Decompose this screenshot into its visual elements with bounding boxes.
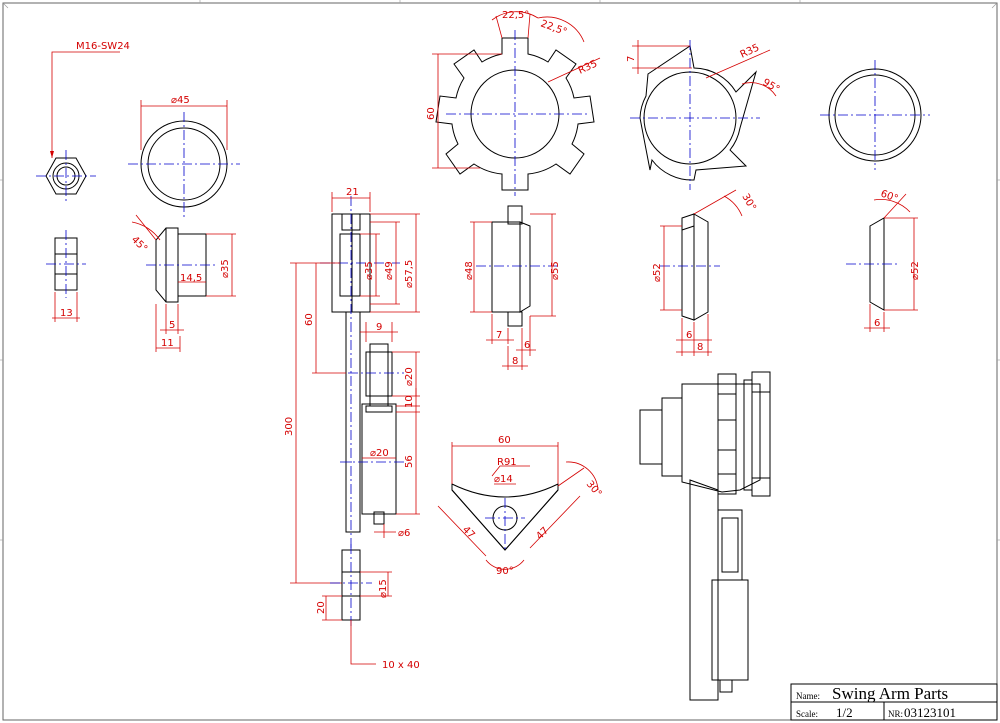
dim-22-5-b: 22,5°	[539, 18, 568, 38]
nut-callout: M16-SW24	[50, 41, 130, 158]
ratchet-front: 7 R35 95°	[626, 40, 781, 190]
dim-95deg: 95°	[761, 77, 782, 95]
ring-side: 60° ⌀52 6	[846, 188, 921, 332]
dim-14-5: 14,5	[180, 273, 202, 284]
v-block: 60 R91 ⌀14 30° 47 47 90°	[437, 435, 604, 577]
dim-d6: ⌀6	[398, 528, 410, 539]
title-block: Name: Swing Arm Parts Scale: 1/2 NR: 031…	[790, 683, 998, 721]
dim-20: 20	[316, 601, 327, 614]
dim-47-a: 47	[460, 524, 477, 541]
dim-d45: ⌀45	[171, 95, 190, 106]
nut-side-view: 13	[46, 230, 86, 322]
dim-45deg: 45°	[129, 234, 149, 254]
dim-6-b: 6	[686, 330, 692, 341]
drawing-number: 03123101	[904, 705, 956, 720]
dim-30deg-b: 30°	[584, 479, 604, 500]
dim-d57-5-text: ⌀57,5	[404, 260, 415, 288]
dim-d15: ⌀15	[378, 579, 389, 598]
dim-7-a: 7	[496, 330, 502, 341]
dim-11: 11	[161, 338, 174, 349]
scale-label: Scale:	[796, 709, 818, 719]
dim-21: 21	[346, 187, 359, 198]
scale-value: 1/2	[836, 705, 853, 720]
dim-90deg: 90°	[496, 566, 514, 577]
dim-r91: R91	[497, 457, 517, 468]
dim-60-arm: 60	[304, 313, 315, 326]
dim-d35: ⌀35	[220, 259, 231, 278]
dim-30deg-a: 30°	[739, 192, 757, 213]
dim-d49: ⌀49	[384, 261, 395, 280]
dim-60deg: 60°	[879, 188, 899, 204]
dim-60-vblock: 60	[498, 435, 511, 446]
dim-d55: ⌀55	[550, 261, 561, 280]
dim-d20-a: ⌀20	[404, 367, 415, 386]
swing-arm-side-view: 21 ⌀35 ⌀49 ⌀57,5 9 ⌀20 10 ⌀20	[284, 187, 420, 584]
sprocket-slotted-side: ⌀48 ⌀55 7 6 8	[464, 205, 561, 370]
bolt-view: ⌀15 20 10 x 40	[316, 544, 420, 671]
nut-callout-text: M16-SW24	[76, 41, 130, 52]
dim-13: 13	[60, 308, 73, 319]
nr-label: NR:	[888, 709, 903, 719]
dim-d52-a: ⌀52	[652, 263, 663, 282]
dim-10: 10	[404, 395, 415, 408]
bushing-side-view: ⌀35 45° 14,5 5 11	[129, 214, 236, 352]
dim-d14: ⌀14	[494, 474, 513, 485]
dim-d48: ⌀48	[464, 261, 475, 280]
dim-d52-b: ⌀52	[910, 261, 921, 280]
dim-22-5-a: 22,5°	[502, 10, 529, 21]
name-label: Name:	[796, 691, 820, 701]
ratchet-side: 30° ⌀52 6 8	[652, 189, 758, 356]
bushing-front-view: ⌀45	[128, 95, 240, 218]
dim-7-b: 7	[626, 56, 637, 62]
sprocket-slotted-front: 60 22,5° 22,5° R35	[426, 10, 601, 196]
dim-r35-a: R35	[577, 58, 599, 76]
dim-d35-arm: ⌀35	[364, 261, 375, 280]
dim-6-c: 6	[874, 318, 880, 329]
ring-front	[820, 60, 930, 170]
dim-60-sprocket: 60	[426, 107, 437, 120]
dim-56: 56	[404, 455, 415, 468]
dim-8-b: 8	[697, 342, 703, 353]
dim-r35-b: R35	[739, 42, 761, 60]
dim-47-b: 47	[534, 525, 551, 542]
bolt-callout-text: 10 x 40	[382, 660, 420, 671]
dim-6-a: 6	[524, 340, 530, 351]
assembly-view	[639, 371, 771, 701]
dim-8-a: 8	[512, 356, 518, 367]
dim-d20-b: ⌀20	[370, 448, 389, 459]
dim-9: 9	[376, 322, 382, 333]
drawing-name: Swing Arm Parts	[832, 684, 948, 703]
dim-5: 5	[169, 320, 175, 331]
dim-300: 300	[284, 417, 295, 436]
nut-top-view	[36, 150, 96, 202]
